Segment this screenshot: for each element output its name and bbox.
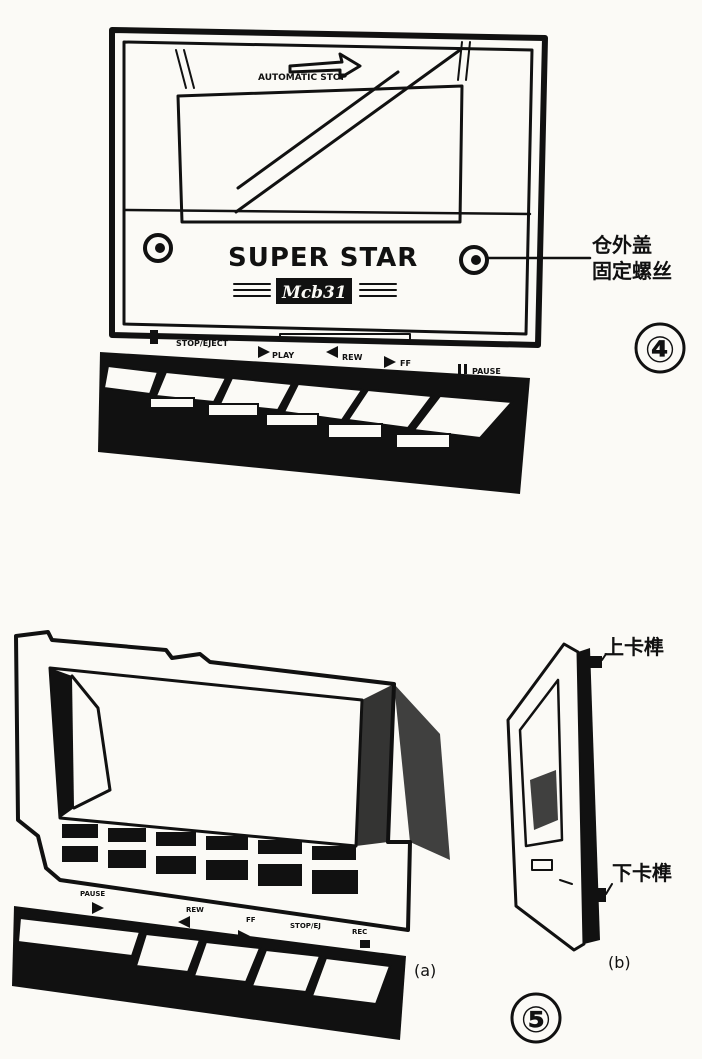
brand-logo-text: SUPER STAR [228,243,418,273]
left-cover-screw [143,233,173,263]
pause-symbol-bar-1 [458,364,461,374]
side-frame-mark [559,879,573,885]
figure-4-number: ④ [645,330,675,371]
upper-latch-leader [601,653,607,661]
inner-frame-window [48,666,364,848]
auto-stop-arrow-icon [288,52,362,80]
figure-5a-inner-frame-front: PAUSE REW FF STOP/EJ REC (a) [12,630,450,1040]
window-glare-line-1 [236,70,400,190]
rew-symbol-5 [178,916,190,928]
panel-divider-line [122,208,532,216]
side-frame-window-shade [530,770,558,830]
model-badge [276,278,352,304]
badge-stripes-left [233,283,271,297]
button-label-rec-5: REC [352,928,367,936]
top-slot-mark-left-2 [183,49,195,89]
button-bracket-line [279,333,411,345]
play-symbol-5 [92,902,104,914]
figure-5a-control-bar [12,906,406,1040]
frame-right-depth [394,684,450,860]
auto-stop-text: AUTOMATIC STOP [258,73,348,83]
figure-4-cassette-deck-front: AUTOMATIC STOP SUPER STAR Mcb31 仓外盖 固定螺丝… [98,27,686,494]
figure-5b-inner-frame-side: 上卡榫 下卡榫 (b) [506,635,672,972]
key-5-front [395,433,451,449]
side-frame-slot [531,859,553,871]
key-1-front [149,397,195,409]
lower-latch [594,888,606,902]
right-cover-screw-center [471,255,481,265]
left-cover-screw-center [155,243,165,253]
front-panel-inner-frame [122,40,534,336]
key-slot-row-upper [62,824,356,860]
badge-stripes-right [359,283,397,297]
cover-screw-callout-line2: 固定螺丝 [592,259,672,283]
key-3[interactable] [218,376,294,412]
button-label-ff: FF [400,359,411,368]
sub-label-b: (b) [608,953,631,972]
upper-latch [588,656,602,668]
figure-4-control-bar [98,352,530,494]
key-5-5[interactable] [310,956,392,1006]
window-left-shadow [50,668,74,818]
figure-5-number: ⑤ [521,1000,551,1041]
side-frame-window [518,678,564,848]
model-badge-text: Mcb31 [281,283,347,303]
lower-latch-callout: 下卡榫 [612,861,672,885]
top-slot-mark-right-2 [465,41,471,81]
button-label-stop-eject: STOP/EJECT [176,339,229,348]
key-5-4[interactable] [250,948,322,994]
button-label-pause-5: PAUSE [80,890,105,898]
play-symbol [258,346,270,358]
cassette-window [176,84,464,224]
button-label-stop-5: STOP/EJ [290,922,321,930]
key-6[interactable] [412,394,515,440]
top-slot-mark-left [175,49,187,89]
sub-label-a: (a) [414,961,436,980]
key-1[interactable] [102,364,160,396]
key-5-1[interactable] [16,916,142,958]
upper-latch-callout: 上卡榫 [604,635,664,659]
right-cover-screw [459,245,489,275]
key-2[interactable] [154,370,228,404]
figure-4-button-symbols: STOP/EJECT PLAY REW FF PAUSE [150,330,501,376]
window-inner-edge [70,674,112,810]
button-label-pause: PAUSE [472,367,501,376]
key-5-3[interactable] [192,940,262,984]
button-label-ff-5: FF [246,916,256,924]
key-5[interactable] [346,388,434,430]
button-label-rew-5: REW [186,906,204,914]
pause-symbol-bar-2 [464,364,467,374]
front-panel-outer-frame [109,27,548,348]
key-3-front [265,413,319,427]
figure-5-number-circle [510,992,562,1044]
rew-symbol [326,346,338,358]
top-slot-mark-right [457,41,463,81]
figure-4-number-circle [634,322,686,374]
frame-right-side-shade [356,684,394,846]
key-2-front [207,403,259,417]
key-5-2[interactable] [134,932,202,974]
button-label-play: PLAY [272,351,294,360]
ff-symbol [384,356,396,368]
stop-eject-symbol [150,330,158,344]
key-4[interactable] [282,382,364,422]
key-slot-row-lower [62,846,358,894]
window-glare-line-2 [234,48,462,214]
side-frame-edge [578,648,600,944]
lower-latch-leader [605,883,613,895]
button-label-rew: REW [342,353,363,362]
rec-symbol-5 [360,940,370,948]
cover-screw-callout-line1: 仓外盖 [591,233,652,257]
key-4-front [327,423,383,439]
